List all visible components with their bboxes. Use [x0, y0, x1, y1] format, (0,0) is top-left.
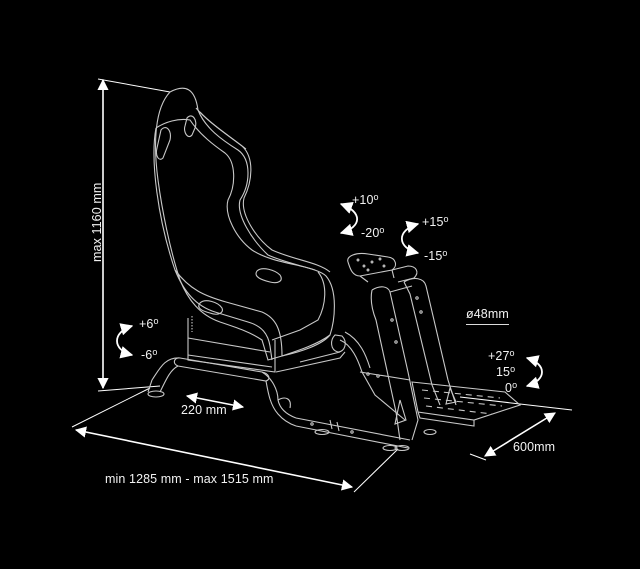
seat-tilt-down-label: -6o: [141, 347, 158, 362]
wheel-tilt-up-label: +10o: [352, 192, 379, 207]
seat-slide-dimension-line: [185, 392, 245, 411]
length-label: min 1285 mm - max 1515 mm: [105, 472, 274, 486]
pedal-angle-mid-label: 15o: [496, 364, 516, 379]
seat-tilt-arrow-icon: [116, 323, 134, 359]
seat-tilt-up-label: +6o: [139, 316, 159, 331]
pedal-angle-arrow-icon: [525, 355, 543, 389]
width-dimension-line: [459, 396, 573, 461]
wheel-rotate-up-label: +15o: [422, 214, 449, 229]
bucket-seat: [153, 87, 346, 373]
width-label: 600mm: [513, 440, 556, 454]
height-label: max 1160 mm: [90, 182, 104, 262]
wheel-rotate-down-label: -15o: [424, 248, 448, 263]
wheel-deck-tilt-arrow-icon: [339, 201, 359, 236]
wheel-tilt-down-label: -20o: [361, 225, 385, 240]
tube-diameter-label: ø48mm: [466, 308, 509, 325]
pedal-angle-max-label: +27o: [488, 348, 515, 363]
length-dimension-line: [71, 387, 399, 493]
wheel-deck-rotate-arrow-icon: [400, 220, 420, 257]
seat-slide-label: 220 mm: [181, 403, 227, 417]
pedal-plate: [411, 381, 522, 427]
pedal-angle-min-label: 0o: [505, 380, 518, 395]
wheel-stand: [347, 252, 457, 452]
base-frame: [147, 331, 411, 452]
